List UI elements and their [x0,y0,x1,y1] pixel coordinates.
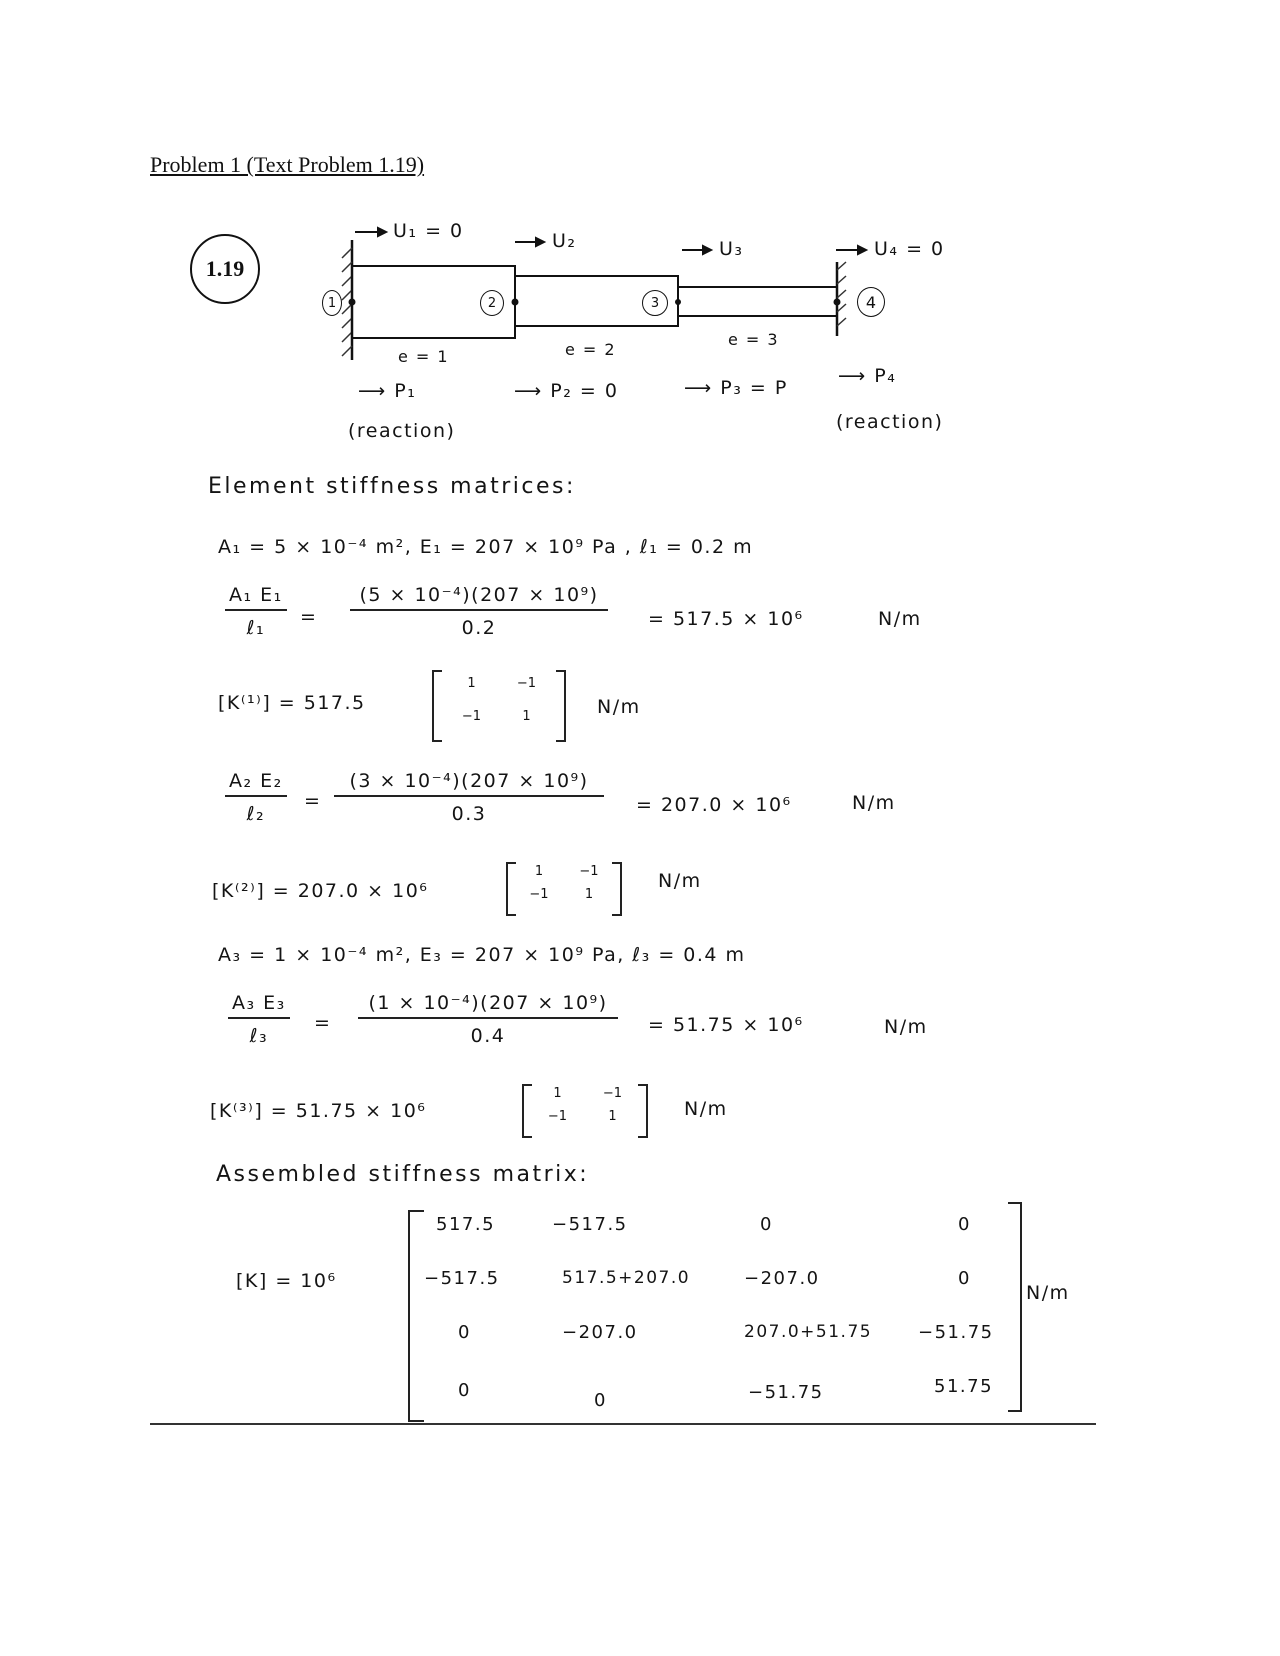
node-2-tag: 2 [480,290,504,316]
displacement-u1: U₁ = 0 [393,220,464,242]
elem3-unit: N/m [884,1016,928,1038]
assembled-unit: N/m [1026,1282,1070,1304]
matrix-cell: 0 [594,1390,607,1411]
force-p4: ⟶ P₄ [838,365,897,387]
elem3-rhs-fraction: (1 × 10⁻⁴)(207 × 10⁹)0.4 [358,992,618,1047]
elem1-rhs-fraction: (5 × 10⁻⁴)(207 × 10⁹)0.2 [350,584,608,639]
k2-label: [K⁽²⁾] = 207.0 × 10⁶ [212,880,429,902]
displacement-u4: U₄ = 0 [874,238,945,260]
page-title: Problem 1 (Text Problem 1.19) [150,152,425,177]
section-heading-element-stiffness: Element stiffness matrices: [208,474,576,499]
arrow-right-icon: ⟶ [684,377,721,399]
k2-bracket-left [506,862,516,916]
k3-unit: N/m [684,1098,728,1120]
matrix-cell: 0 [958,1214,971,1235]
force-p3: ⟶ P₃ = P [684,377,788,399]
equals-sign: = [304,790,322,812]
equals-sign: = [300,606,318,628]
section-heading-assembled-stiffness: Assembled stiffness matrix: [216,1162,590,1187]
matrix-cell: 51.75 [934,1376,994,1397]
k1-bracket-left [432,670,442,742]
matrix-cell: 0 [458,1380,471,1401]
elem2-stiffness-value: = 207.0 × 10⁶ [636,794,792,816]
stepped-bar-diagram [341,226,869,360]
matrix-cell: −207.0 [562,1322,638,1343]
matrix-cell: 0 [760,1214,773,1235]
matrix-cell: 0 [458,1322,471,1343]
reaction-label-left: (reaction) [348,420,456,442]
arrow-right-icon: ⟶ [838,365,875,387]
matrix-cell: −51.75 [918,1322,994,1343]
displacement-u3: U₃ [719,238,744,260]
elem2-rhs-fraction: (3 × 10⁻⁴)(207 × 10⁹)0.3 [334,770,604,825]
element-2-label: e = 2 [565,340,617,359]
page-separator-rule [150,1423,1096,1425]
k3-bracket-left [522,1084,532,1138]
assembled-bracket-right [1008,1202,1022,1412]
elem1-properties: A₁ = 5 × 10⁻⁴ m², E₁ = 207 × 10⁹ Pa , ℓ₁… [218,536,754,558]
k1-unit: N/m [597,696,641,718]
arrow-right-icon: ⟶ [358,380,395,402]
elem1-unit: N/m [878,608,922,630]
matrix-cell: −51.75 [748,1382,824,1403]
elem3-stiffness-value: = 51.75 × 10⁶ [648,1014,804,1036]
matrix-cell: −517.5 [552,1214,628,1235]
matrix-cell: 517.5 [436,1214,496,1235]
node-1-tag: 1 [322,290,342,316]
force-p1: ⟶ P₁ [358,380,417,402]
equals-sign: = [314,1012,332,1034]
elem3-properties: A₃ = 1 × 10⁻⁴ m², E₃ = 207 × 10⁹ Pa, ℓ₃ … [218,944,746,966]
displacement-u2: U₂ [552,230,577,252]
reaction-label-right: (reaction) [836,411,944,433]
k2-unit: N/m [658,870,702,892]
problem-number-tag: 1.19 [190,234,260,304]
matrix-cell: 517.5+207.0 [562,1268,691,1288]
k1-label: [K⁽¹⁾] = 517.5 [218,692,366,714]
matrix-cell: −517.5 [424,1268,500,1289]
k3-bracket-right [638,1084,648,1138]
node-3-tag: 3 [642,290,668,316]
elem1-stiffness-value: = 517.5 × 10⁶ [648,608,804,630]
arrow-right-icon: ⟶ [514,380,551,402]
element-1-label: e = 1 [398,347,450,366]
assembled-bracket-left [408,1210,424,1422]
assembled-k-label: [K] = 10⁶ [236,1270,337,1292]
elem2-unit: N/m [852,792,896,814]
force-p2: ⟶ P₂ = 0 [514,380,619,402]
element-3-label: e = 3 [728,330,780,349]
matrix-cell: −207.0 [744,1268,820,1289]
k3-label: [K⁽³⁾] = 51.75 × 10⁶ [210,1100,427,1122]
node-4-tag: 4 [857,287,885,317]
matrix-cell: 0 [958,1268,971,1289]
k1-bracket-right [556,670,566,742]
k2-bracket-right [612,862,622,916]
matrix-cell: 207.0+51.75 [744,1322,873,1342]
